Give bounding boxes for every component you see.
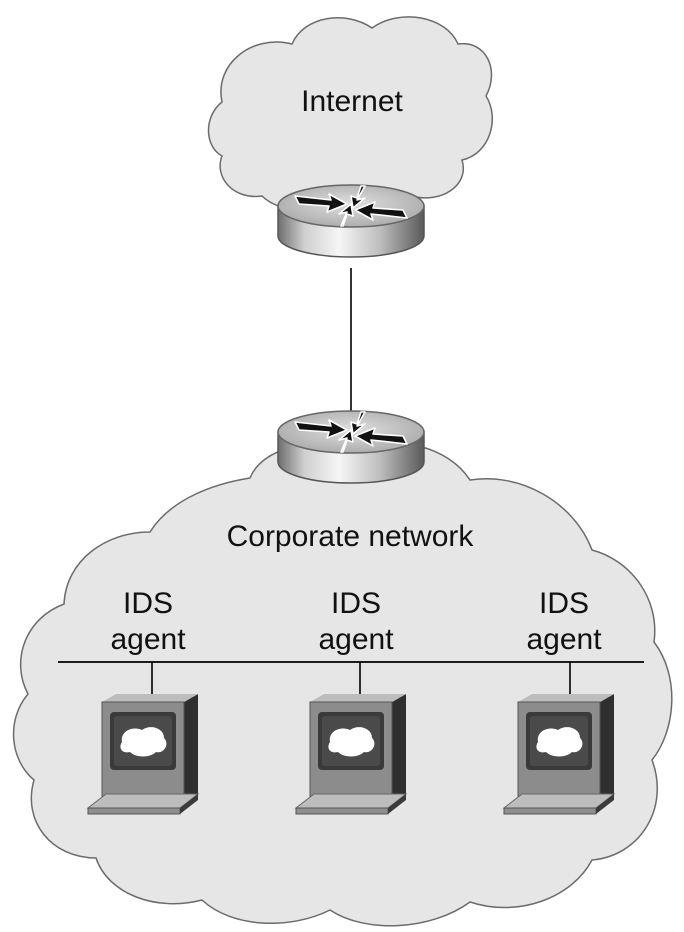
internet-label: Internet (301, 85, 403, 118)
corporate-network-label: Corporate network (226, 520, 474, 553)
ids-agent-label: IDS agent (494, 586, 634, 658)
internet-cloud (207, 16, 494, 211)
ids-agent-line2: agent (110, 623, 186, 656)
ids-agent-line1: IDS (330, 587, 381, 620)
workstation-icon (503, 693, 615, 815)
ids-agent-line1: IDS (538, 587, 589, 620)
workstation-icon (295, 693, 407, 815)
workstation-icon (87, 693, 199, 815)
corporate-cloud (12, 442, 673, 927)
ids-agent-label: IDS agent (286, 586, 426, 658)
ids-agent-line2: agent (318, 623, 394, 656)
router-icon (277, 410, 425, 484)
ids-agent-label: IDS agent (78, 586, 218, 658)
router-icon (277, 184, 425, 258)
ids-agent-line1: IDS (122, 587, 173, 620)
ids-agent-line2: agent (526, 623, 602, 656)
